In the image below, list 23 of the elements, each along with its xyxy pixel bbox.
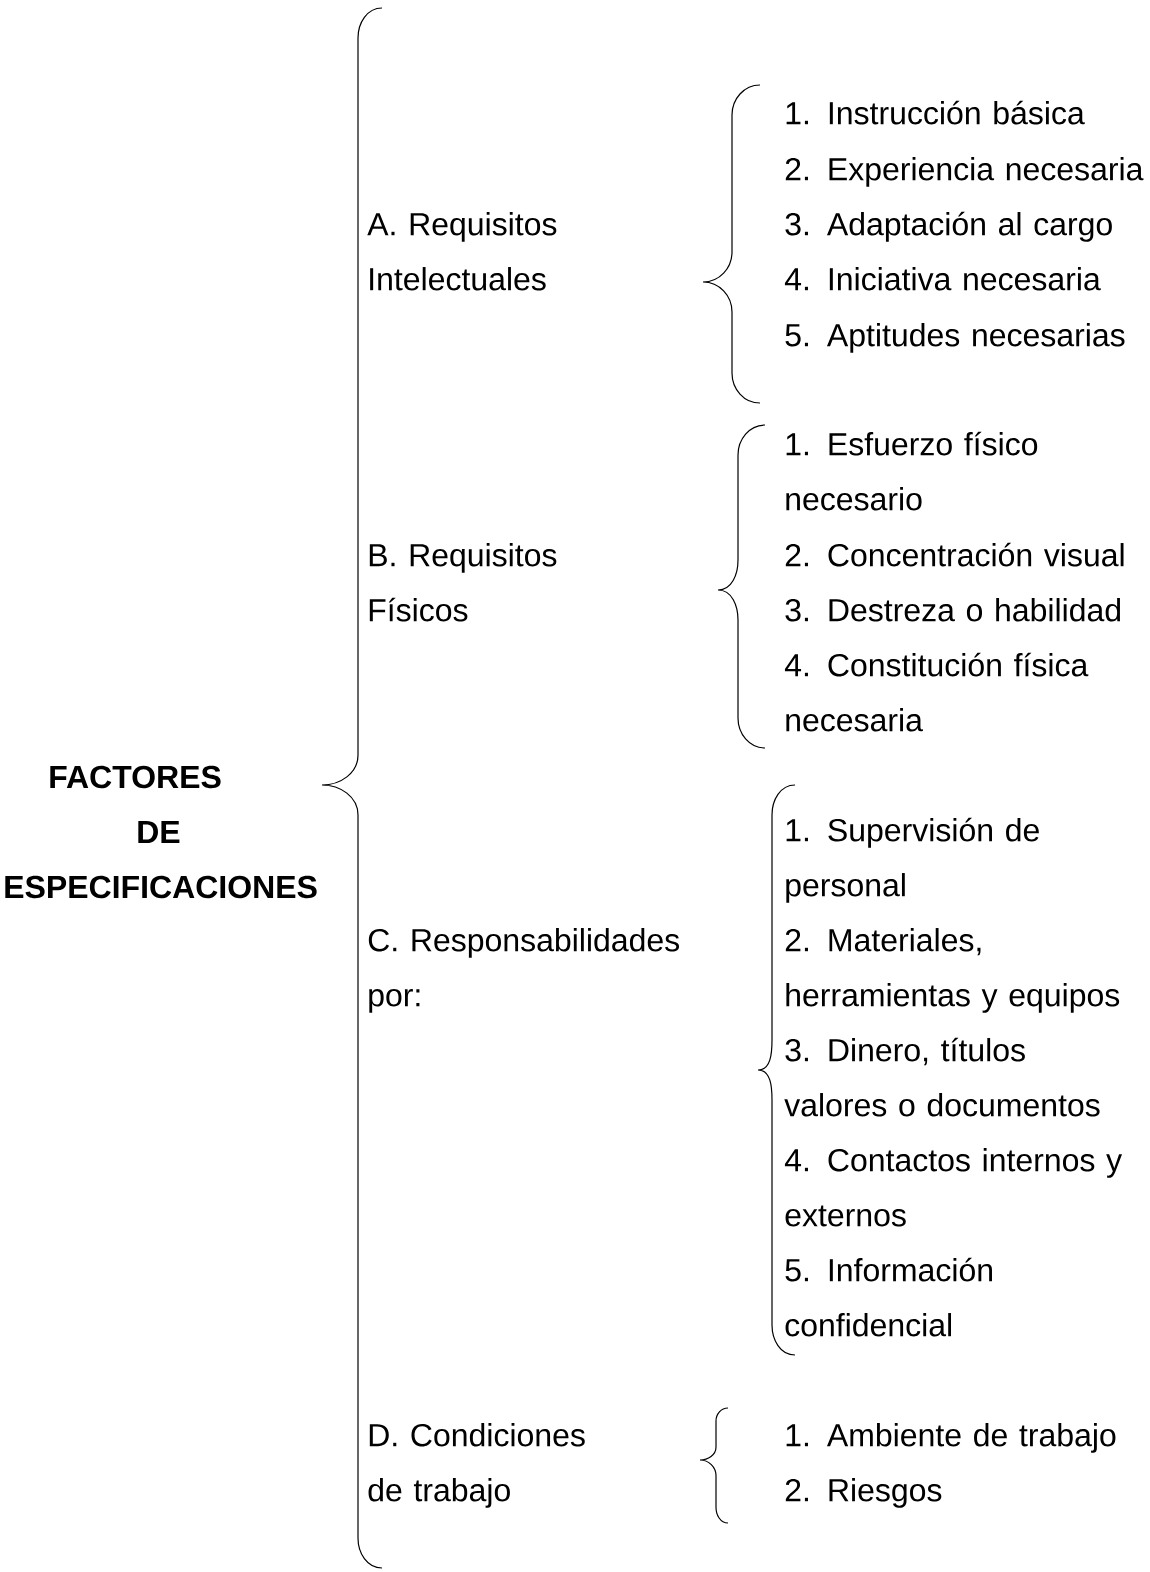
item-text: 1. Instrucción básica	[786, 100, 1085, 125]
item-text: 3. Adaptación al cargo	[785, 211, 1112, 242]
item-text: 2. Concentración visual	[785, 542, 1124, 567]
item-text: 1. Ambiente de trabajo	[786, 1423, 1116, 1453]
item-text: 2. Materiales, herramientas y equipos	[785, 928, 1120, 1013]
category-text: B. Requisitos Físicos	[369, 543, 557, 622]
item-text: 2. Riesgos	[785, 1478, 942, 1508]
category-text: D. Condiciones de trabajo	[368, 1423, 585, 1508]
item-text: 5. Aptitudes necesarias	[785, 323, 1125, 353]
item-text: 1. Supervisión de personal	[786, 817, 1039, 903]
item-text: 2. Experiencia necesaria	[785, 157, 1144, 187]
item-text: 4. Iniciativa necesaria	[784, 267, 1101, 291]
category-text: A. Requisitos Intelectuales	[367, 212, 557, 291]
item-text: 3. Dinero, títulos valores o documentos	[784, 1037, 1100, 1117]
item-text: 1. Esfuerzo físico necesario	[786, 431, 1038, 511]
item-text: 4. Contactos internos y externos	[784, 1148, 1122, 1227]
category-text: C. Responsabilidades por:	[368, 928, 680, 1013]
item-text: 4. Constitución física necesaria	[784, 652, 1089, 732]
title-text: DE	[138, 821, 180, 843]
title-text: ESPECIFICACIONES	[5, 875, 317, 899]
item-text: 5. Información confidencial	[785, 1257, 992, 1337]
item-text: 3. Destreza o habilidad	[785, 598, 1120, 622]
title-text: FACTORES	[50, 765, 221, 789]
